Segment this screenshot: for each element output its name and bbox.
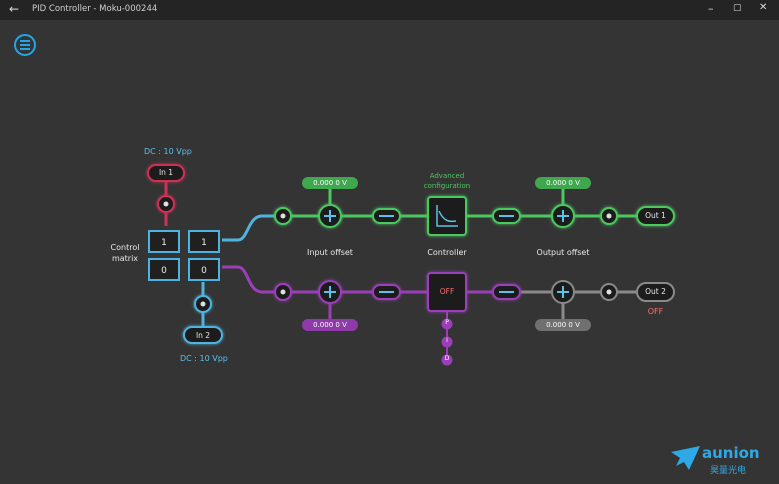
ch1-input-filter-icon[interactable] [372, 208, 401, 224]
ch2-input-filter-icon[interactable] [372, 284, 401, 300]
ch2-input-probe-node[interactable] [274, 283, 292, 301]
ch1-controller-label: Controller [427, 248, 467, 257]
ch1-input-offset-value[interactable]: 0.000 0 V [302, 177, 358, 189]
ch2-controller-state: OFF [439, 287, 455, 296]
p-toggle-circle[interactable] [441, 318, 453, 330]
ch1-advanced-config-line2[interactable]: configuration [423, 182, 471, 190]
matrix-cell-22[interactable]: 0 [188, 258, 220, 281]
ch1-output-offset-sum-icon[interactable] [551, 204, 575, 228]
ch2-input-offset-value[interactable]: 0.000 0 V [302, 319, 358, 331]
in2-box[interactable] [183, 326, 223, 344]
ch2-output-offset-value[interactable]: 0.000 0 V [535, 319, 591, 331]
ch1-input-offset-sum-icon[interactable] [318, 204, 342, 228]
out2-box[interactable] [636, 282, 675, 302]
logo-subtitle-text: 昊量光电 [710, 466, 747, 476]
control-matrix-label-line2: matrix [111, 254, 139, 263]
p-toggle-label: P [445, 319, 449, 326]
matrix-cell-21[interactable]: 0 [148, 258, 180, 281]
back-arrow-icon[interactable]: ← [9, 2, 20, 16]
in2-label: In 2 [195, 331, 211, 340]
i-toggle-circle[interactable] [441, 336, 453, 348]
paper-plane-icon [671, 446, 700, 470]
input2-probe-node[interactable] [194, 295, 212, 313]
out2-state: OFF [647, 307, 664, 316]
ch1-output-filter-icon[interactable] [492, 208, 521, 224]
d-toggle-circle[interactable] [441, 354, 453, 366]
title-bar: ← PID Controller - Moku-000244 – ▢ ✕ [0, 0, 779, 20]
control-matrix-label-line1: Control [110, 243, 140, 252]
ch1-output-probe-node[interactable] [600, 207, 618, 225]
in1-coupling-label: DC : 10 Vpp [144, 147, 192, 156]
input1-probe-node[interactable] [157, 195, 175, 213]
menu-button[interactable] [14, 34, 36, 56]
ch2-input-offset-sum-icon[interactable] [318, 280, 342, 304]
out2-label: Out 2 [645, 287, 666, 296]
ch2-output-offset-sum-icon[interactable] [551, 280, 575, 304]
close-icon[interactable]: ✕ [759, 2, 768, 13]
matrix-cell-11[interactable]: 1 [148, 230, 180, 253]
window-title: PID Controller - Moku-000244 [32, 4, 158, 14]
ch1-advanced-config-line1[interactable]: Advanced [429, 172, 465, 180]
ch1-input-probe-node[interactable] [274, 207, 292, 225]
ch1-input-offset-label: Input offset [307, 248, 353, 257]
ch2-output-filter-icon[interactable] [492, 284, 521, 300]
aunion-logo: aunion 昊量光电 [676, 444, 770, 480]
in1-box[interactable] [147, 164, 185, 182]
ch1-controller-block[interactable] [427, 196, 467, 236]
in1-label: In 1 [158, 168, 174, 177]
minimize-icon[interactable]: – [708, 2, 714, 15]
in2-coupling-label: DC : 10 Vpp [180, 354, 228, 363]
logo-brand-text: aunion [702, 444, 760, 462]
out1-label: Out 1 [645, 211, 666, 220]
ch2-output-probe-node[interactable] [600, 283, 618, 301]
ch2-controller-block[interactable] [427, 272, 467, 312]
i-toggle-label: I [446, 337, 448, 344]
d-toggle-label: D [444, 355, 450, 362]
matrix-cell-12[interactable]: 1 [188, 230, 220, 253]
ch1-output-offset-label: Output offset [536, 248, 590, 257]
maximize-icon[interactable]: ▢ [733, 3, 742, 13]
ch1-output-offset-value[interactable]: 0.000 0 V [535, 177, 591, 189]
hamburger-icon [20, 40, 30, 42]
out1-box[interactable] [636, 206, 675, 226]
